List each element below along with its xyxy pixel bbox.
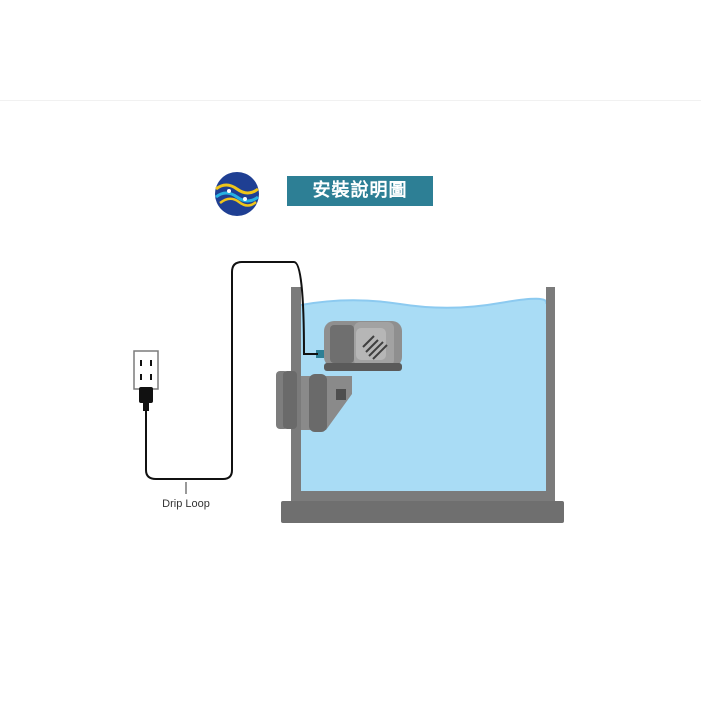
top-band: [0, 0, 701, 101]
power-cable: [145, 261, 318, 480]
wave-pump: [316, 321, 402, 371]
brand-logo: [215, 172, 259, 216]
tank-bottom: [291, 491, 555, 501]
drip-loop-label: Drip Loop: [162, 498, 210, 510]
wall-outlet: [133, 350, 159, 390]
tank-base: [281, 501, 564, 523]
power-plug: [139, 387, 153, 411]
diagram-title: 安裝說明圖: [287, 176, 433, 206]
water-surface: [300, 297, 548, 309]
pump-bracket: [301, 374, 352, 432]
tank-right-wall: [546, 287, 555, 491]
magnet-outer-mount: [276, 371, 297, 429]
